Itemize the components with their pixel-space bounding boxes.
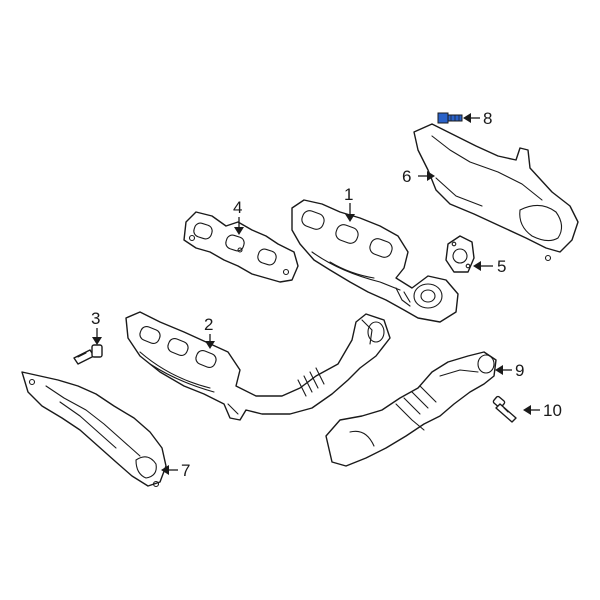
callout-8: 8 xyxy=(463,109,492,128)
svg-text:1: 1 xyxy=(344,185,353,204)
svg-text:10: 10 xyxy=(543,401,562,420)
callout-10: 10 xyxy=(523,401,562,420)
callout-4: 4 xyxy=(233,198,244,235)
svg-text:2: 2 xyxy=(204,315,213,334)
part-8-bolt[interactable] xyxy=(437,112,463,124)
part-1-exhaust-manifold[interactable] xyxy=(291,199,459,323)
part-2-exhaust-manifold[interactable] xyxy=(125,311,391,421)
svg-text:5: 5 xyxy=(497,257,506,276)
callout-7: 7 xyxy=(161,461,190,480)
part-4-manifold-gasket[interactable] xyxy=(183,211,299,283)
callout-2: 2 xyxy=(204,315,215,349)
svg-text:8: 8 xyxy=(483,109,492,128)
part-10-bolt[interactable] xyxy=(492,395,517,423)
callout-9: 9 xyxy=(495,361,524,380)
callout-1: 1 xyxy=(344,185,355,222)
callout-5: 5 xyxy=(473,257,506,276)
svg-text:7: 7 xyxy=(181,461,190,480)
part-3-stud[interactable] xyxy=(73,344,103,365)
svg-text:6: 6 xyxy=(402,167,411,186)
svg-text:3: 3 xyxy=(91,309,100,328)
part-7-heat-shield[interactable] xyxy=(21,371,167,488)
svg-text:4: 4 xyxy=(233,198,242,217)
svg-text:9: 9 xyxy=(515,361,524,380)
part-6-heat-shield[interactable] xyxy=(413,123,579,262)
callout-3: 3 xyxy=(91,309,102,345)
part-9-catalytic-converter[interactable] xyxy=(325,351,497,467)
callout-6: 6 xyxy=(402,167,435,186)
part-5-flange-gasket[interactable] xyxy=(445,235,475,273)
